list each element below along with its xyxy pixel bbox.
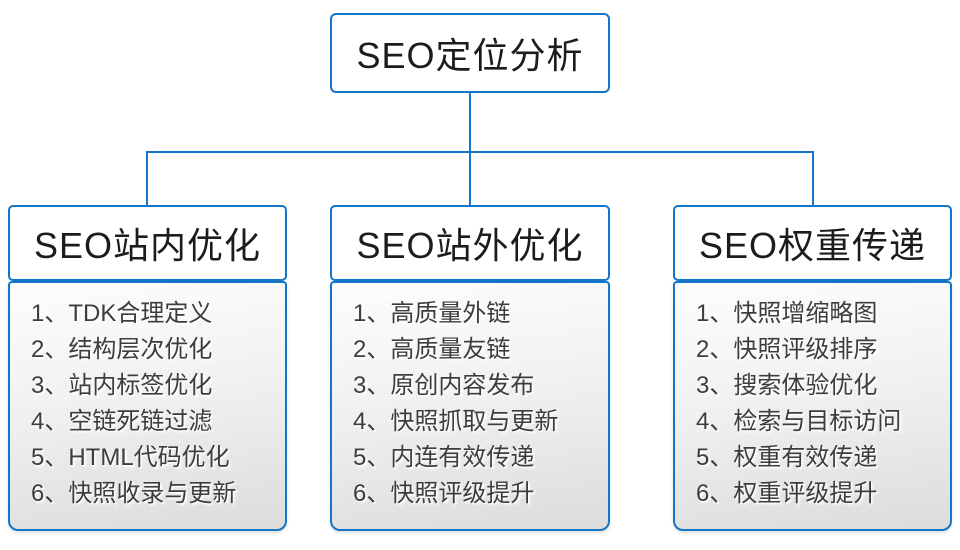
list-item: 6、快照评级提升: [353, 480, 535, 507]
connector-root-stem: [469, 93, 471, 153]
list-item: 4、快照抓取与更新: [353, 408, 559, 435]
column-offsite-optimization: SEO站外优化 1、高质量外链 2、高质量友链 3、原创内容发布 4、快照抓取与…: [330, 205, 610, 531]
column-offsite-panel: 1、高质量外链 2、高质量友链 3、原创内容发布 4、快照抓取与更新 5、内连有…: [330, 281, 610, 531]
column-weight-title: SEO权重传递: [698, 225, 927, 266]
column-weight-header: SEO权重传递: [673, 205, 952, 281]
column-onsite-panel: 1、TDK合理定义 2、结构层次优化 3、站内标签优化 4、空链死链过滤 5、H…: [8, 281, 287, 531]
column-onsite-title: SEO站内优化: [33, 225, 262, 266]
column-weight-transfer: SEO权重传递 1、快照增缩略图 2、快照评级排序 3、搜索体验优化 4、检索与…: [673, 205, 952, 531]
list-item: 5、内连有效传递: [353, 444, 535, 471]
root-node-title: SEO定位分析: [356, 35, 584, 76]
connector-drop-left: [146, 151, 148, 207]
list-item: 3、原创内容发布: [353, 372, 535, 399]
column-offsite-title: SEO站外优化: [356, 225, 584, 266]
column-onsite-header: SEO站内优化: [8, 205, 287, 281]
list-item: 2、快照评级排序: [696, 336, 878, 363]
list-item: 6、快照收录与更新: [31, 480, 237, 507]
column-offsite-header: SEO站外优化: [330, 205, 610, 281]
list-item: 4、空链死链过滤: [31, 408, 213, 435]
list-item: 1、快照增缩略图: [696, 300, 878, 327]
list-item: 5、HTML代码优化: [31, 444, 230, 471]
list-item: 3、搜索体验优化: [696, 372, 878, 399]
connector-drop-right: [812, 151, 814, 207]
list-item: 1、TDK合理定义: [31, 300, 213, 327]
list-item: 2、高质量友链: [353, 336, 511, 363]
column-weight-panel: 1、快照增缩略图 2、快照评级排序 3、搜索体验优化 4、检索与目标访问 5、权…: [673, 281, 952, 531]
connector-drop-middle: [469, 151, 471, 207]
list-item: 5、权重有效传递: [696, 444, 878, 471]
list-item: 4、检索与目标访问: [696, 408, 902, 435]
list-item: 2、结构层次优化: [31, 336, 213, 363]
list-item: 3、站内标签优化: [31, 372, 213, 399]
column-onsite-optimization: SEO站内优化 1、TDK合理定义 2、结构层次优化 3、站内标签优化 4、空链…: [8, 205, 287, 531]
list-item: 1、高质量外链: [353, 300, 511, 327]
connector-branch-bar: [146, 151, 814, 153]
root-node: SEO定位分析: [330, 13, 610, 93]
list-item: 6、权重评级提升: [696, 480, 878, 507]
